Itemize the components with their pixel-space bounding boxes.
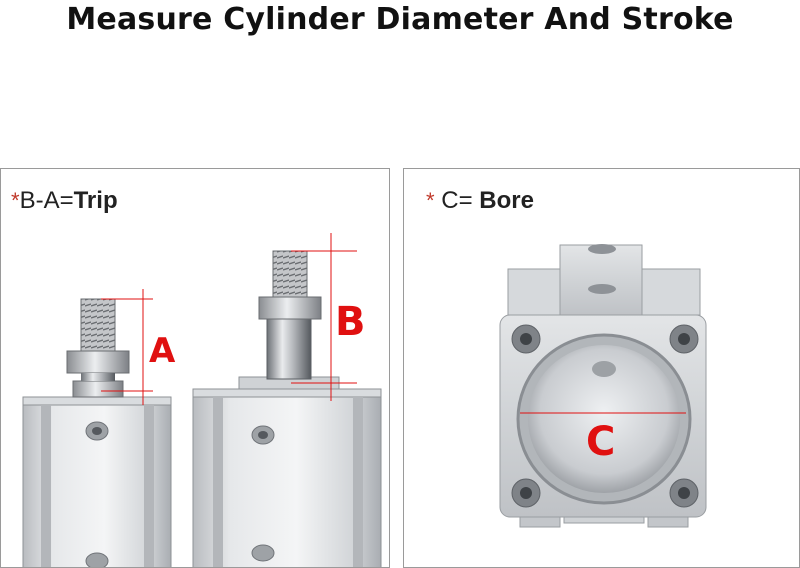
stroke-a-marker: [101, 289, 153, 405]
asterisk-icon: *: [11, 188, 20, 213]
label-a: A: [149, 331, 176, 371]
stroke-formula-caption: *B-A=Trip: [11, 187, 118, 215]
label-c: C: [586, 419, 616, 465]
label-b: B: [335, 299, 366, 345]
stroke-b-marker: [291, 233, 357, 401]
bore-panel: * C= Bore C: [403, 168, 800, 568]
cylinder-extended: [192, 250, 382, 567]
formula-emphasis: Bore: [479, 187, 534, 214]
bore-illustration: [499, 244, 707, 528]
formula-emphasis: Trip: [73, 187, 118, 214]
bore-formula-caption: * C= Bore: [426, 187, 534, 215]
asterisk-icon: *: [426, 188, 435, 213]
stroke-panel: *B-A=Trip A B: [0, 168, 390, 568]
cylinder-retracted: [22, 298, 172, 567]
formula-text: C=: [434, 187, 480, 214]
stroke-illustration: [22, 233, 382, 567]
page-title: Measure Cylinder Diameter And Stroke: [66, 2, 734, 37]
formula-text: B-A=: [19, 187, 74, 214]
